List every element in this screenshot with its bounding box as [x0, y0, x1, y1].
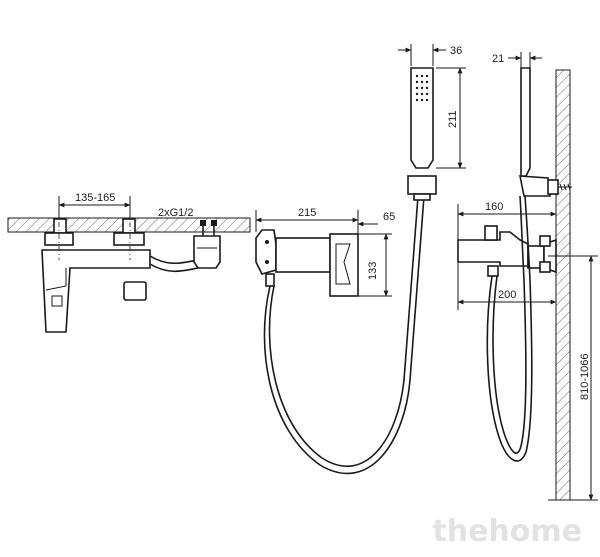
left-view: 135-165 2xG1/2 [7, 192, 251, 333]
mixer-body-front [255, 229, 359, 297]
dim-connection-thread: 2xG1/2 [158, 207, 193, 219]
shower-bracket-middle [407, 175, 437, 201]
right-view: 21 160 200 810-1066 [457, 52, 598, 501]
dim-spout-length: 215 [298, 207, 316, 219]
dim-side-spout-length: 160 [485, 201, 503, 213]
mixer-body-left [41, 249, 151, 333]
handshower-side [520, 67, 531, 177]
diverter-knob [123, 281, 147, 301]
dim-handshower-width: 36 [450, 45, 462, 57]
wall-side [555, 69, 571, 501]
handshower-front [410, 67, 434, 169]
shower-hose-middle [263, 195, 425, 475]
dim-mixer-spacing: 135-165 [75, 192, 115, 204]
dim-body-depth: 65 [383, 211, 395, 223]
dim-handshower-length: 211 [447, 110, 459, 128]
dim-mounting-height: 810-1066 [579, 354, 591, 401]
hose-connector [193, 220, 221, 269]
middle-view: 215 65 133 36 211 [255, 44, 466, 475]
right-eccentric [113, 218, 145, 246]
watermark: thehome [432, 514, 582, 549]
dim-body-height: 133 [367, 262, 379, 280]
mixer-body-side [457, 225, 557, 277]
shower-hose-side [486, 195, 533, 462]
shower-bracket-side [519, 175, 572, 197]
dim-rail-width: 21 [492, 53, 504, 65]
dim-side-projection: 200 [498, 289, 516, 301]
